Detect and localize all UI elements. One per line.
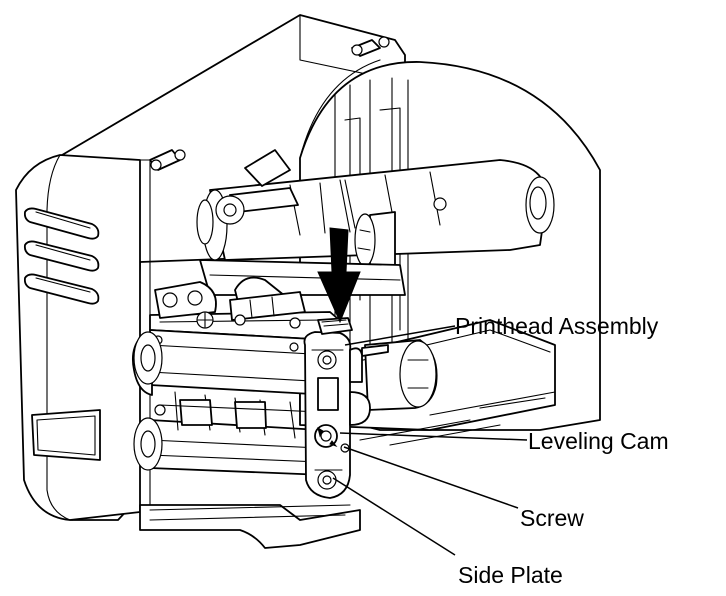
leveling-cam-label: Leveling Cam: [528, 428, 669, 454]
control-buttons: [23, 207, 100, 305]
screw-label: Screw: [520, 505, 584, 531]
side-plate: [303, 331, 371, 499]
screw-leader: [343, 446, 519, 509]
printhead-assembly-leader: [344, 325, 456, 346]
platen-roller: [133, 331, 326, 476]
side-plate-leader: [332, 477, 456, 556]
side-plate-label: Side Plate: [458, 562, 563, 588]
front-window: [31, 409, 101, 461]
media-guide-knob: [361, 339, 438, 411]
leveling-cam-leader: [339, 432, 528, 441]
printhead-assembly-label: Printhead Assembly: [455, 313, 659, 339]
down-arrow-icon: [317, 227, 361, 324]
leveling-cam: [314, 424, 338, 448]
front-bezel: [15, 154, 151, 521]
